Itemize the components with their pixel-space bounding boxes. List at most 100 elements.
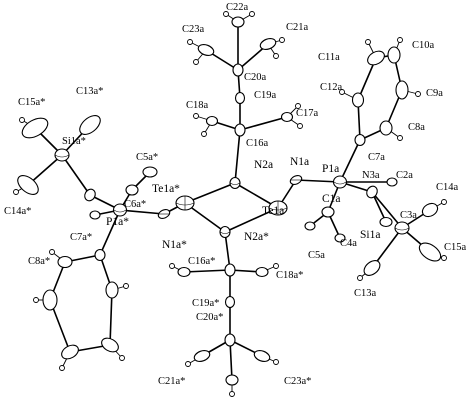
atom-c13astar	[79, 115, 101, 135]
label-c7a: C7a	[368, 152, 385, 163]
label-c20a: C20a	[244, 72, 267, 83]
label-c11a: C11a	[318, 52, 340, 63]
hydrogen-atom	[397, 135, 403, 141]
hydrogen-atom	[169, 263, 175, 269]
atom-c17astar	[177, 266, 191, 278]
atom-te1astar	[175, 195, 195, 211]
hydrogen-atom	[185, 361, 191, 367]
label-n2astar: N2a*	[244, 231, 269, 243]
atom-c21astar	[193, 350, 211, 362]
atom-c19astar	[224, 295, 236, 309]
atom-c22astar	[225, 374, 239, 386]
label-n3a: N3a	[362, 170, 380, 181]
atom-labels: C22a C23a C21a C20a C19a C18a C17a C16a …	[4, 2, 467, 387]
label-c18a: C18a	[186, 100, 209, 111]
atom-c14astar	[17, 175, 39, 195]
label-c17a: C17a	[296, 108, 319, 119]
hydrogen-atom	[273, 53, 279, 59]
atom-c21a	[259, 38, 277, 50]
hydrogen-atom	[365, 39, 371, 45]
atom-c2astar	[89, 210, 101, 220]
hydrogen-atom	[295, 103, 301, 109]
atom-c23a	[197, 44, 215, 56]
atom-c9astar	[42, 289, 58, 311]
atom-n1astar	[157, 209, 171, 219]
atom-te1a	[268, 200, 288, 216]
atom-c16a	[234, 123, 246, 137]
hydrogen-atom	[273, 263, 279, 269]
atom-c7astar	[94, 248, 106, 262]
hydrogen-atom	[201, 131, 207, 137]
hydrogen-atom	[19, 117, 25, 123]
atom-si1a	[394, 221, 410, 235]
atom-c12a	[351, 92, 365, 108]
hydrogen-atom	[33, 297, 39, 303]
atom-c4a	[334, 233, 346, 243]
bond-c20astar-c22astar	[229, 339, 233, 381]
hydrogen-atom	[249, 11, 255, 17]
bond-c16a-c17a	[239, 116, 288, 131]
atom-c9a	[395, 80, 409, 100]
hydrogen-atom	[415, 91, 421, 97]
label-c1a: C1a	[322, 193, 341, 205]
label-c6astar: C6a*	[124, 199, 146, 210]
atom-n2astar	[219, 225, 231, 239]
atom-c22a	[231, 16, 245, 28]
atom-c14a	[421, 202, 439, 218]
atom-c11astar	[101, 337, 119, 353]
atom-c8astar	[57, 255, 73, 269]
atom-c20a	[232, 63, 244, 77]
label-si1astar: Si1a*	[62, 136, 86, 147]
atom-c23astar	[253, 350, 271, 362]
label-c8astar: C8a*	[28, 256, 50, 267]
label-c14a: C14a	[436, 182, 459, 193]
atom-c1a	[321, 206, 335, 218]
label-p1astar: P1a*	[106, 216, 129, 228]
label-c2a: C2a	[396, 170, 413, 181]
atom-c5a	[304, 221, 316, 231]
label-c13astar: C13a*	[76, 86, 103, 97]
bond-n3astar-si1astar	[61, 154, 91, 196]
bond-p1a-c7a	[339, 139, 361, 183]
hydrogen-atom	[13, 189, 19, 195]
label-si1a: Si1a	[360, 229, 380, 241]
bond-p1astar-c7astar	[99, 209, 121, 256]
hydrogen-atom	[339, 89, 345, 95]
label-c4a: C4a	[340, 238, 357, 249]
atom-n3astar	[84, 188, 96, 202]
bond-n1a-p1a	[295, 179, 341, 183]
atom-n2a	[229, 176, 241, 190]
hydrogen-atom	[397, 37, 403, 43]
label-c5astar: C5a*	[136, 152, 158, 163]
label-c18astar: C18a*	[276, 270, 303, 281]
atom-c5astar	[142, 166, 158, 178]
hydrogen-atoms	[13, 11, 447, 397]
atom-p1a	[332, 175, 348, 189]
atom-c17a	[280, 111, 294, 123]
bond-n1astar-p1astar	[119, 209, 165, 215]
label-te1a: Te1a	[262, 205, 284, 217]
atom-c19a	[234, 91, 246, 105]
atom-c7a	[354, 133, 366, 147]
hydrogen-atom	[187, 39, 193, 45]
hydrogen-atom	[223, 11, 229, 17]
bond-te1a-n2astar	[224, 207, 279, 233]
atom-n3a	[366, 185, 378, 199]
label-c13a: C13a	[354, 288, 377, 299]
label-c19a: C19a	[254, 90, 277, 101]
bond-n2a-c16a	[234, 129, 241, 184]
label-c9a: C9a	[426, 88, 443, 99]
label-p1a: P1a	[322, 163, 339, 175]
label-c16a: C16a	[246, 138, 269, 149]
label-c7astar: C7a*	[70, 232, 92, 243]
label-c23a: C23a	[182, 24, 205, 35]
hydrogen-atom	[297, 123, 303, 129]
hydrogen-atom	[279, 37, 285, 43]
hydrogen-atom	[193, 59, 199, 65]
hydrogen-atom	[49, 249, 55, 255]
label-c12a: C12a	[320, 82, 343, 93]
label-c21astar: C21a*	[158, 376, 185, 387]
label-c15a: C15a	[444, 242, 467, 253]
label-c8a: C8a	[408, 122, 425, 133]
